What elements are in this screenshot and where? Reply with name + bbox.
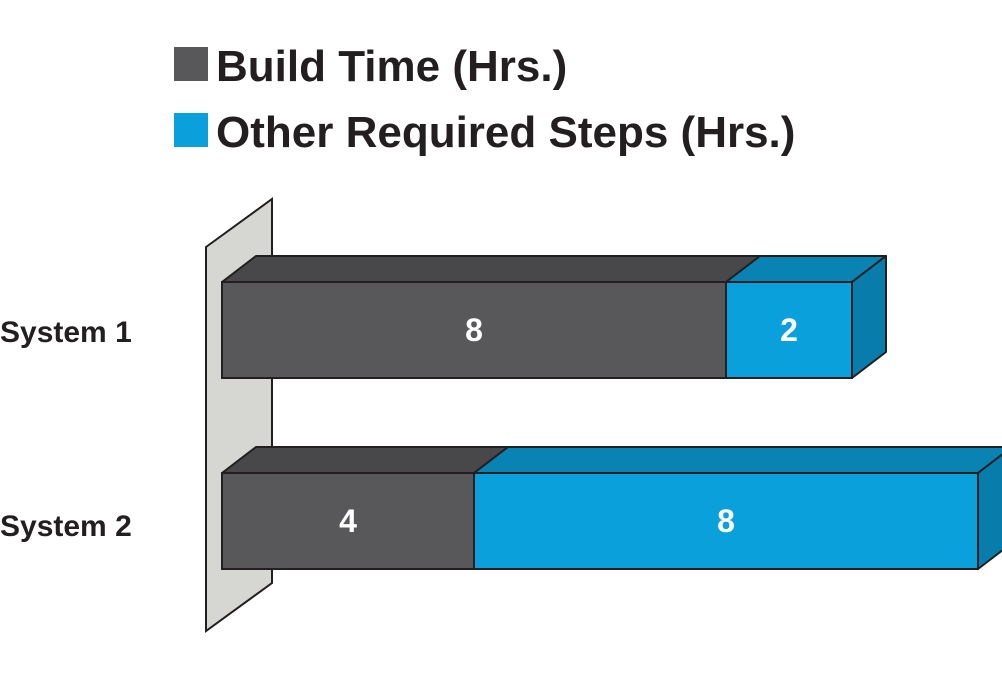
bar-top-system-1-build-time <box>221 255 761 283</box>
bar-top-system-2-build-time <box>221 446 509 474</box>
bars: 8 2 4 8 <box>221 255 1002 570</box>
legend-label-build-time: Build Time (Hrs.) <box>216 42 567 91</box>
value-label-system-2-build-time: 4 <box>339 503 357 539</box>
legend-label-other-steps: Other Required Steps (Hrs.) <box>216 108 795 157</box>
category-label-system-1: System 1 <box>0 316 132 349</box>
bar-side-system-1-other-steps <box>851 255 887 379</box>
bar-side-system-2-other-steps <box>977 453 1002 570</box>
bar-system-1-other-steps <box>725 281 853 379</box>
value-label-system-1-other-steps: 2 <box>780 312 798 348</box>
bar-top-system-2-other-steps <box>473 446 1002 474</box>
legend-swatch-other-steps <box>174 113 208 147</box>
value-label-system-2-other-steps: 8 <box>717 503 735 539</box>
value-label-system-1-build-time: 8 <box>465 312 483 348</box>
legend-swatch-build-time <box>174 47 208 81</box>
bar-system-1-build-time <box>221 281 727 379</box>
category-label-system-2: System 2 <box>0 510 132 543</box>
category-labels: System 1 System 2 <box>0 316 132 543</box>
legend: Build Time (Hrs.) Other Required Steps (… <box>174 42 795 157</box>
